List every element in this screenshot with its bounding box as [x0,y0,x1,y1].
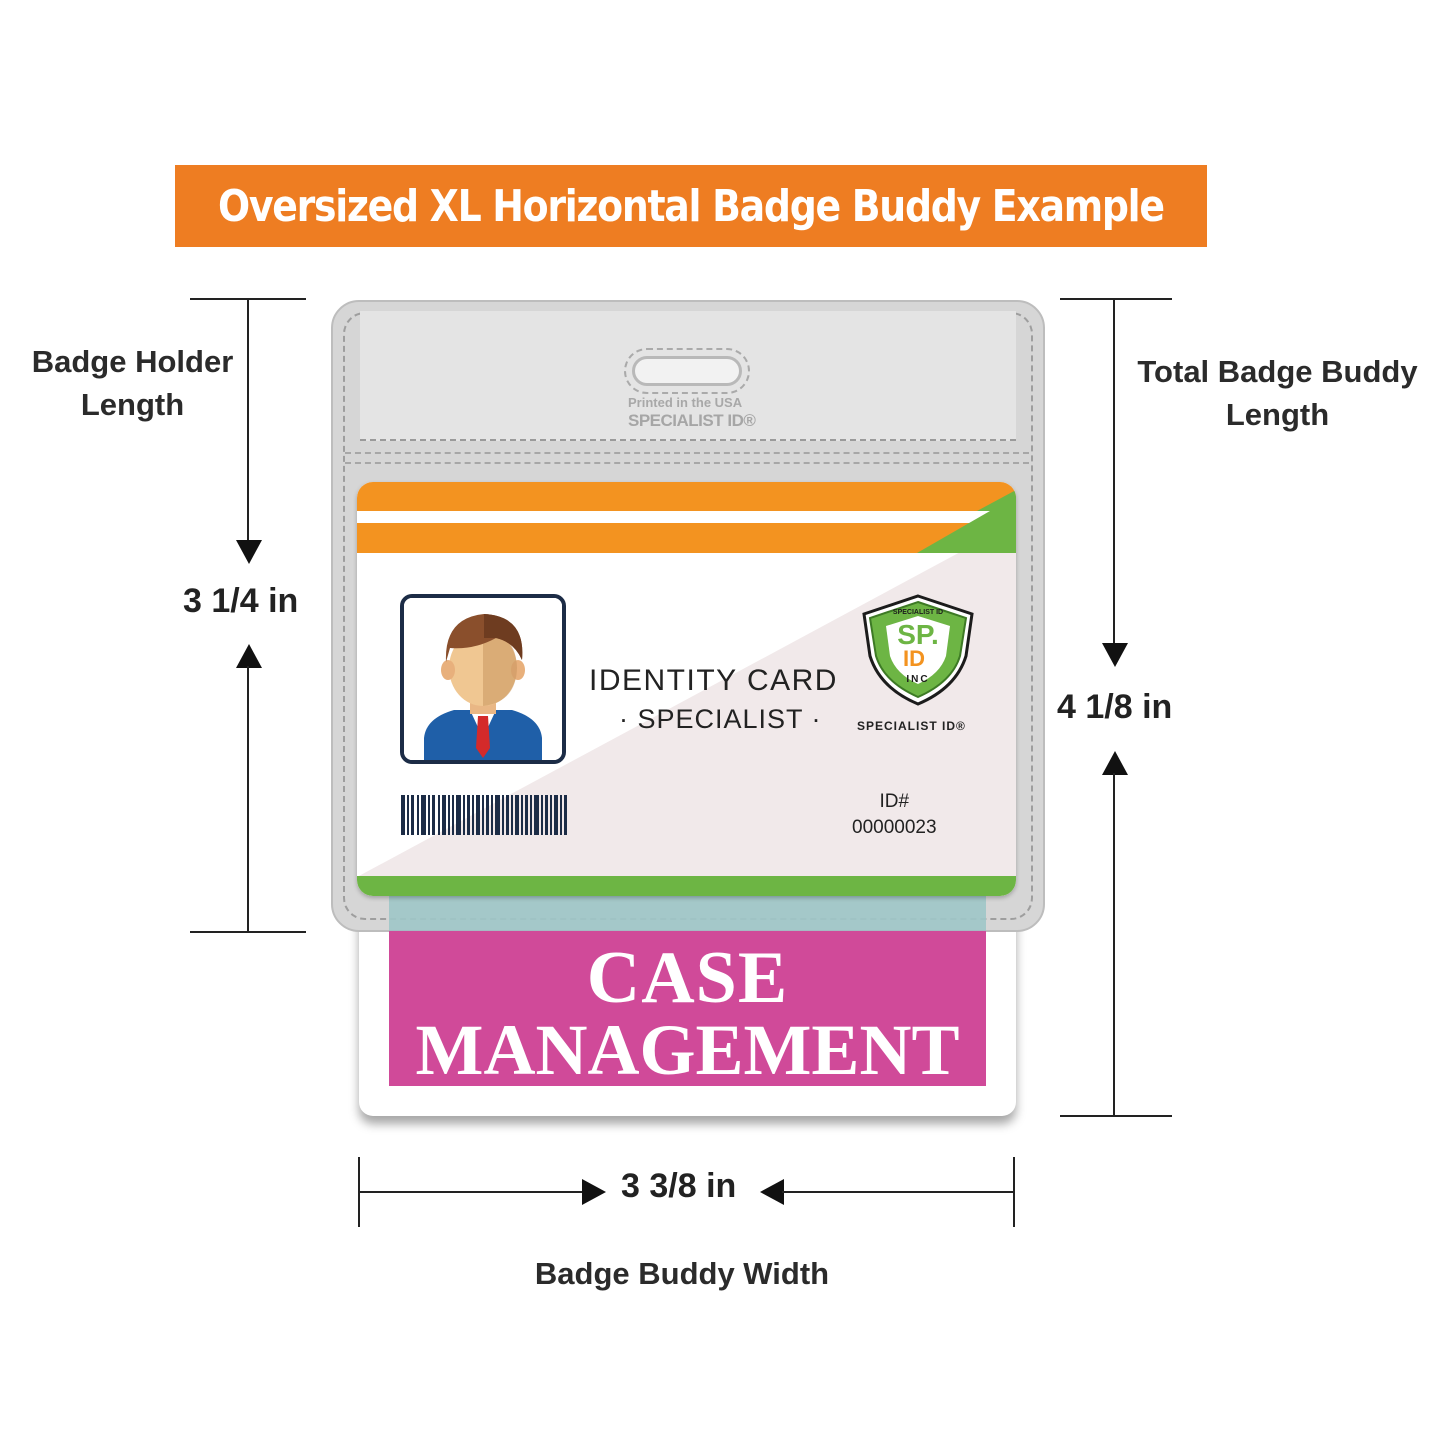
shield-logo-icon: SPECIALIST ID SP. ID INC [862,594,974,706]
lanyard-slot [632,356,742,386]
arrow-down-icon [1102,643,1128,667]
holder-length-line-bottom [247,666,249,932]
card-title: IDENTITY CARD [589,664,838,697]
holder-length-label: Badge Holder Length [20,340,245,426]
holder-seam [345,452,1029,454]
logo-id-text: ID [903,646,925,671]
holder-length-label-line2: Length [80,387,185,422]
avatar [400,594,566,764]
total-length-label: Total Badge Buddy Length [1130,350,1425,436]
logo-sp-text: SP. [897,619,939,650]
arrow-right-icon [582,1179,606,1205]
width-right-tick [1013,1157,1015,1227]
width-value: 3 3/8 in [621,1167,737,1205]
width-left-tick [358,1157,360,1227]
total-length-label-line1: Total Badge Buddy [1137,354,1418,389]
total-top-tick [1060,298,1172,300]
width-label: Badge Buddy Width [534,1256,830,1291]
page-title: Oversized XL Horizontal Badge Buddy Exam… [218,180,1165,232]
arrow-up-icon [236,644,262,668]
slot-stitching [624,348,750,394]
width-line-left [360,1191,585,1193]
total-bottom-tick [1060,1115,1172,1117]
arrow-left-icon [760,1179,784,1205]
buddy-text-line1: CASE [586,937,789,1019]
holder-top-tick [190,298,306,300]
title-banner: Oversized XL Horizontal Badge Buddy Exam… [175,165,1207,247]
id-number: 00000023 [852,817,937,838]
buddy-tab-overlap [389,895,986,931]
total-length-value: 4 1/8 in [1057,688,1173,726]
holder-brand-text: SPECIALIST ID® [628,411,756,430]
printed-in-usa-text: Printed in the USA [628,395,743,410]
holder-seam [345,462,1029,464]
id-label: ID# [879,791,910,812]
holder-length-line-top [247,300,249,545]
logo-brand-text: SPECIALIST ID® [857,719,966,733]
total-length-label-line2: Length [1225,397,1330,432]
arrow-down-icon [236,540,262,564]
holder-length-label-line1: Badge Holder [31,344,234,379]
logo-inc-text: INC [906,674,929,685]
arrow-up-icon [1102,751,1128,775]
buddy-text-line2: MANAGEMENT [415,1010,960,1090]
holder-length-value: 3 1/4 in [183,582,299,620]
id-card: IDENTITY CARD · SPECIALIST · SPECIALIST … [357,482,1016,896]
total-length-line-bottom [1113,773,1115,1115]
total-length-line-top [1113,300,1115,645]
barcode-icon [401,795,567,835]
id-number-block: ID# 00000023 [852,789,937,841]
holder-bottom-tick [190,931,306,933]
width-line-right [782,1191,1013,1193]
card-subtitle: · SPECIALIST · [619,704,822,734]
logo-top-text: SPECIALIST ID [893,609,943,616]
buddy-label-panel: CASE MANAGEMENT [389,930,986,1090]
